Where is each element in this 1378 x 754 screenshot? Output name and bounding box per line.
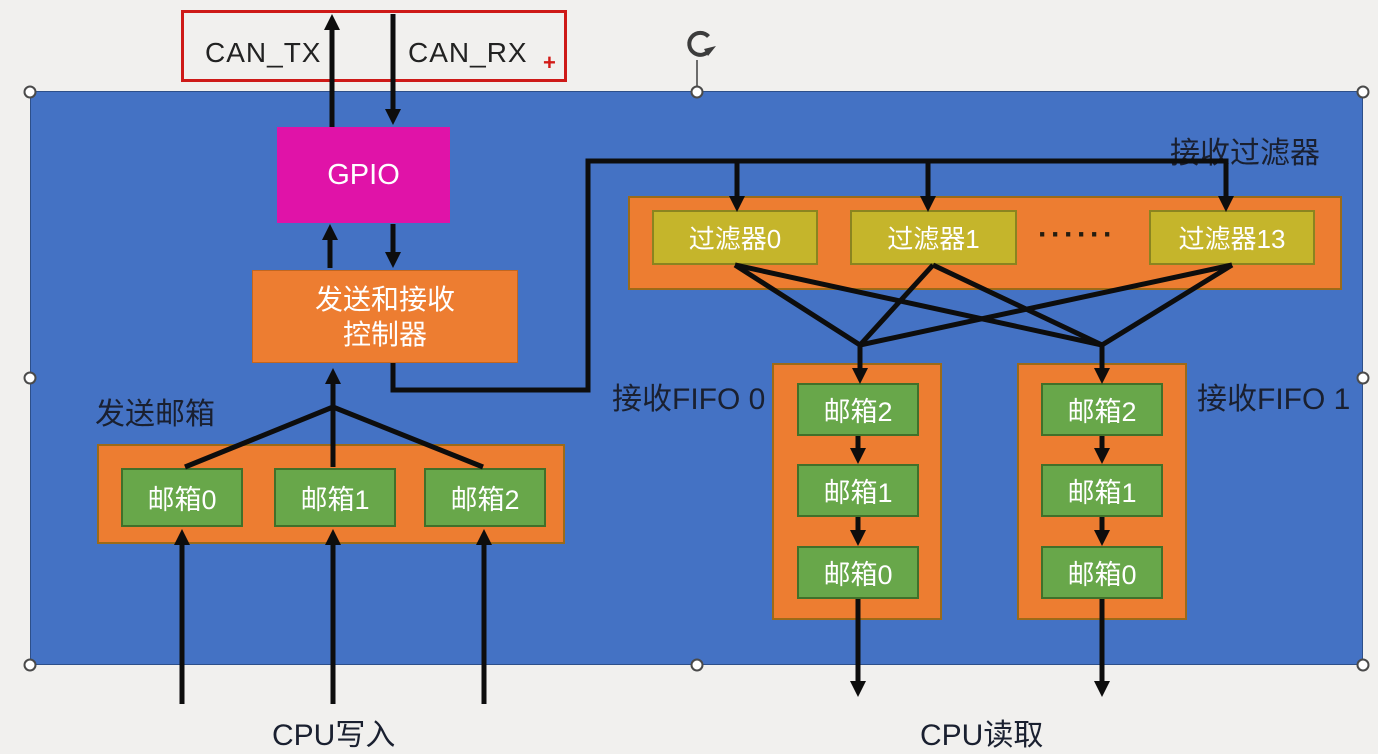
tx-mailbox-0[interactable]: 邮箱0 [121, 468, 243, 527]
controller-label-line1: 发送和接收 [314, 283, 455, 315]
fifo1-title: 接收FIFO 1 [1197, 383, 1351, 416]
resize-handle-mid-left[interactable] [23, 371, 37, 385]
cpu-write-label: CPU写入 [272, 719, 396, 752]
tx-mailbox-2-label: 邮箱2 [450, 485, 520, 515]
fifo0-title: 接收FIFO 0 [612, 383, 766, 416]
tx-mailbox-1[interactable]: 邮箱1 [274, 468, 396, 527]
resize-handle-bottom-right[interactable] [1356, 658, 1370, 672]
fifo0-mailbox-0[interactable]: 邮箱0 [797, 546, 919, 599]
filter-13-label: 过滤器13 [1178, 224, 1286, 254]
can-rx-label: CAN_RX [408, 37, 528, 68]
can-tx-label: CAN_TX [205, 37, 322, 68]
fifo0-mailbox-2-label: 邮箱2 [823, 397, 893, 427]
gpio-label: GPIO [327, 158, 400, 191]
filter-1[interactable]: 过滤器1 [850, 210, 1017, 265]
resize-handle-top-right[interactable] [1356, 85, 1370, 99]
filter-0-label: 过滤器0 [688, 224, 782, 254]
gpio-block[interactable]: GPIO [277, 127, 450, 223]
resize-handle-top-left[interactable] [23, 85, 37, 99]
fifo1-mailbox-1-label: 邮箱1 [1067, 478, 1137, 508]
fifo0-mailbox-1[interactable]: 邮箱1 [797, 464, 919, 517]
fifo1-mailbox-2-label: 邮箱2 [1067, 397, 1137, 427]
resize-handle-mid-right[interactable] [1356, 371, 1370, 385]
tx-mailbox-title: 发送邮箱 [95, 398, 215, 431]
fifo0-mailbox-2[interactable]: 邮箱2 [797, 383, 919, 436]
fifo1-mailbox-1[interactable]: 邮箱1 [1041, 464, 1163, 517]
fifo0-mailbox-1-label: 邮箱1 [823, 478, 893, 508]
annotation-red-box[interactable] [181, 10, 567, 82]
controller-label-line2: 控制器 [342, 318, 427, 350]
tx-mailbox-0-label: 邮箱0 [147, 485, 217, 515]
fifo1-mailbox-2[interactable]: 邮箱2 [1041, 383, 1163, 436]
resize-handle-top-center[interactable] [690, 85, 704, 99]
resize-handle-bottom-center[interactable] [690, 658, 704, 672]
annotation-plus-mark: + [543, 50, 556, 75]
resize-handle-bottom-left[interactable] [23, 658, 37, 672]
cpu-read-label: CPU读取 [920, 719, 1044, 752]
fifo1-mailbox-0-label: 邮箱0 [1067, 560, 1137, 590]
filter-13[interactable]: 过滤器13 [1149, 210, 1315, 265]
fifo0-mailbox-0-label: 邮箱0 [823, 560, 893, 590]
controller-block[interactable]: 发送和接收 控制器 [252, 270, 518, 363]
tx-mailbox-1-label: 邮箱1 [300, 485, 370, 515]
tx-mailbox-2[interactable]: 邮箱2 [424, 468, 546, 527]
rotate-handle-icon[interactable] [680, 26, 726, 92]
fifo1-mailbox-0[interactable]: 邮箱0 [1041, 546, 1163, 599]
filter-1-label: 过滤器1 [887, 224, 980, 254]
filter-ellipsis: ······ [1038, 218, 1116, 251]
filter-title: 接收过滤器 [1170, 137, 1320, 170]
